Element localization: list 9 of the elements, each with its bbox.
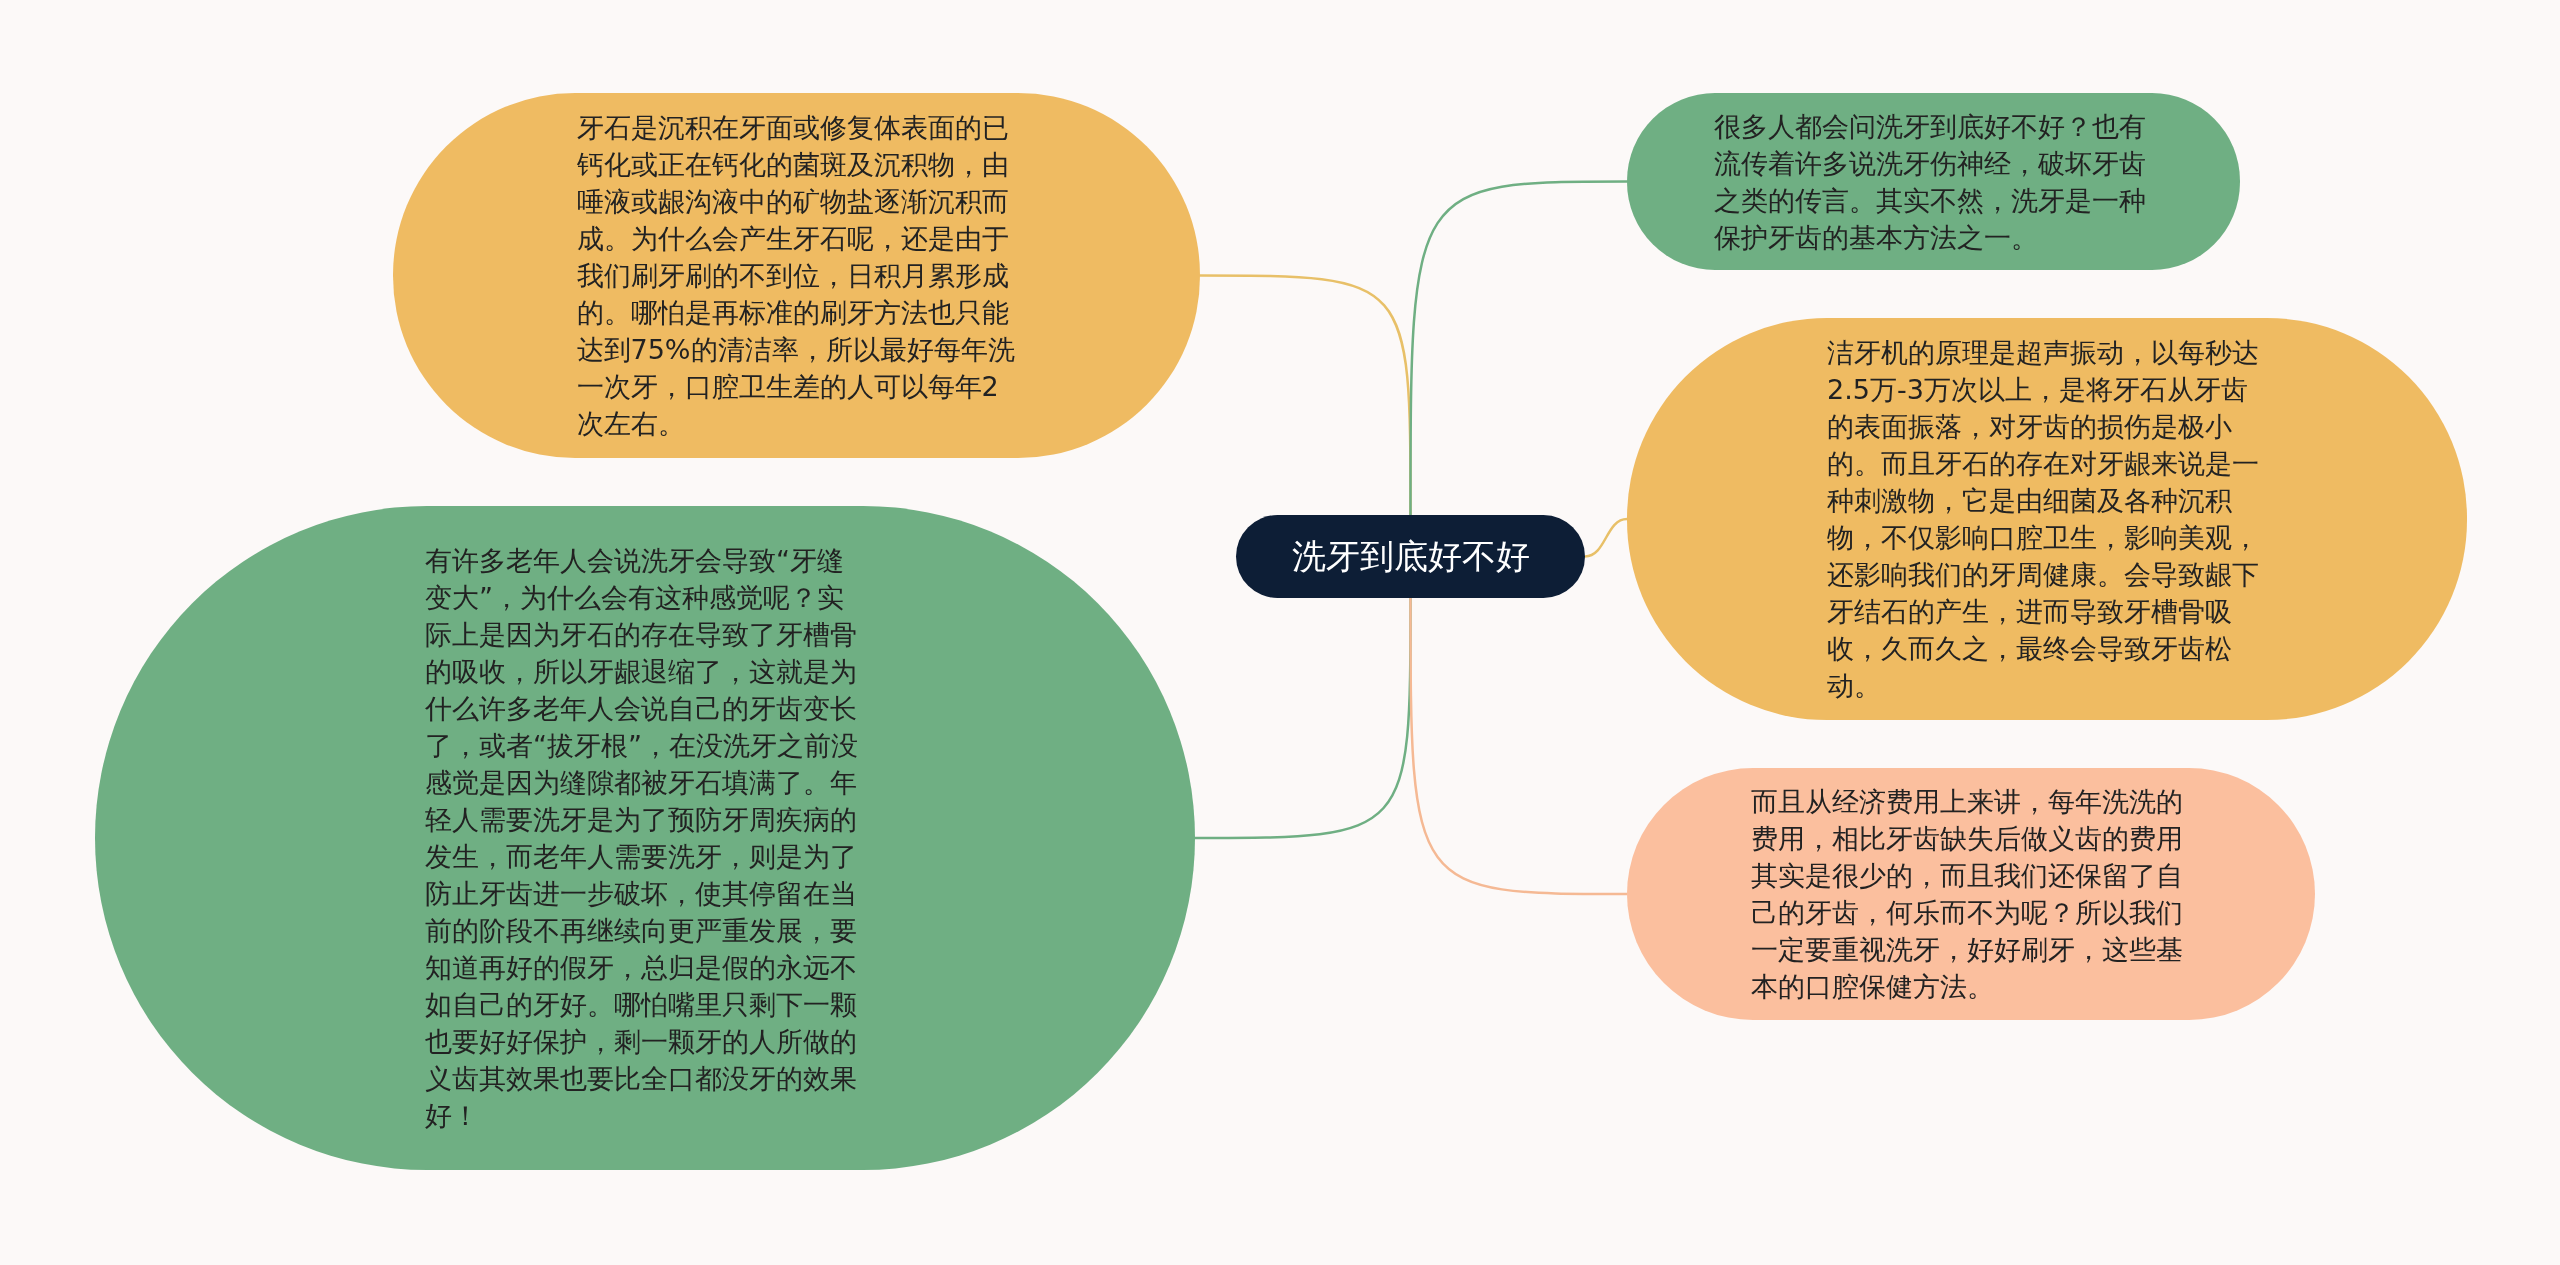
connector-line [1584, 517, 1628, 558]
topic-text: 牙石是沉积在牙面或修复体表面的已钙化或正在钙化的菌斑及沉积物，由唾液或龈沟液中的矿物盐逐渐沉积而成。为什么会产生牙石呢，还是由于我们刷牙刷的不到位，日积月累形成的。哪怕是再标准的刷牙方法也只能达到75%的清洁率，所以最好每年洗一次牙，口腔卫生差的人可以每年2次左右。 [576, 111, 1016, 441]
topic-text: 而且从经济费用上来讲，每年洗洗的费用，相比牙齿缺失后做义齿的费用其实是很少的，而且我们还保留了自己的牙齿，何乐而不为呢？所以我们一定要重视洗牙，好好刷牙，这些基本的口腔保健方法。 [1751, 785, 2184, 1004]
connector-line [1409, 180, 1627, 515]
topic-text: 洗牙到底好不好 [1291, 538, 1530, 575]
topic-text: 有许多老年人会说洗牙会导致“牙缝变大”，为什么会有这种感觉呢？实际上是因为牙石的存在导致了牙槽骨的吸收，所以牙龈退缩了，这就是为什么许多老年人会说自己的牙齿变长了，或者“拔牙根”，在没洗牙之前没感觉是因为缝隙都被牙石填满了。年轻人需要洗牙是为了预防牙周疾病的发生，而老年人需要洗牙，则是为了防止牙齿进一步破坏，使其停留在当前的阶段不再继续向更严重发展，要知道再好的假牙，总归是假的永远不如自己的牙好。哪怕嘴里只剩下一颗也要好好保护，剩一颗牙的人所做的义齿其效果也要比全口都没牙的效果好！ [425, 544, 859, 1133]
connector-line [1409, 598, 1627, 896]
topic-text: 洁牙机的原理是超声振动，以每秒达2.5万-3万次以上，是将牙石从牙齿的表面振落，对牙齿的损伤是极小的。而且牙石的存在对牙龈来说是一种刺激物，它是由细菌及各种沉积物，不仅影响口腔卫生，影响美观，还影响我们的牙周健康。会导致龈下牙结石的产生，进而导致牙槽骨吸收，久而久之，最终会导致牙齿松动。 [1827, 336, 2260, 703]
topic-text: 很多人都会问洗牙到底好不好？也有流传着许多说洗牙伤神经，破坏牙齿之类的传言。其实不然，洗牙是一种保护牙齿的基本方法之一。 [1713, 109, 2147, 255]
